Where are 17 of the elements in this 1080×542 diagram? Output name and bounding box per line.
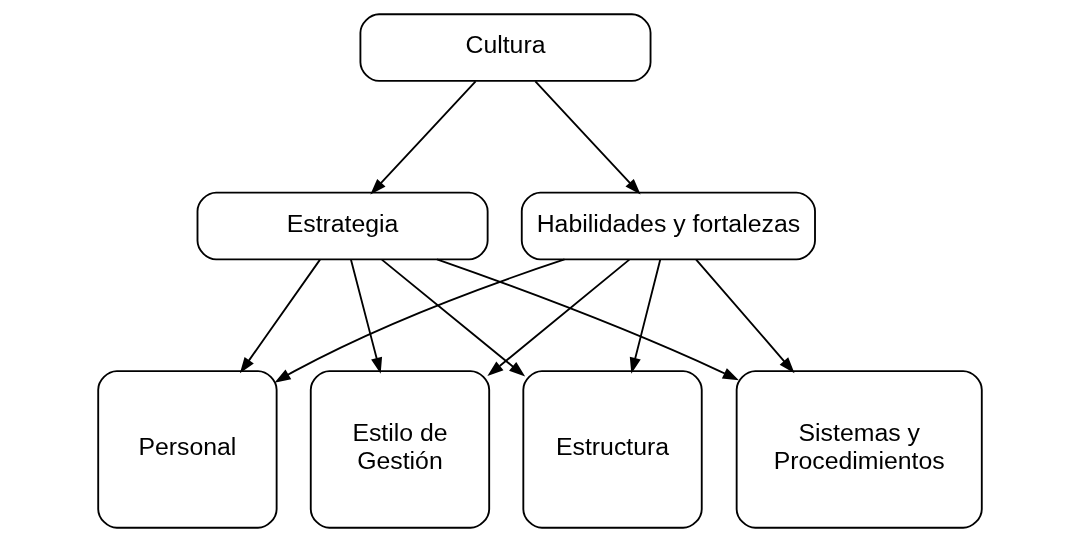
node-box: Habilidades y fortalezas bbox=[520, 191, 816, 261]
arrow bbox=[629, 258, 662, 374]
node-box: Estrategia bbox=[196, 191, 489, 261]
arrow bbox=[350, 258, 383, 374]
arrow bbox=[534, 80, 641, 195]
node-box: Estructura bbox=[522, 370, 703, 529]
arrow bbox=[274, 258, 566, 383]
arrow bbox=[370, 80, 477, 195]
node-box: Sistemas y Procedimientos bbox=[735, 370, 983, 529]
arrow bbox=[695, 258, 795, 374]
arrow bbox=[487, 258, 631, 377]
arrow bbox=[436, 258, 739, 381]
node-box: Cultura bbox=[359, 13, 652, 82]
arrow bbox=[380, 258, 526, 377]
arrow bbox=[239, 258, 321, 374]
node-box: Estilo de Gestión bbox=[309, 370, 491, 529]
node-box: Personal bbox=[97, 370, 278, 529]
